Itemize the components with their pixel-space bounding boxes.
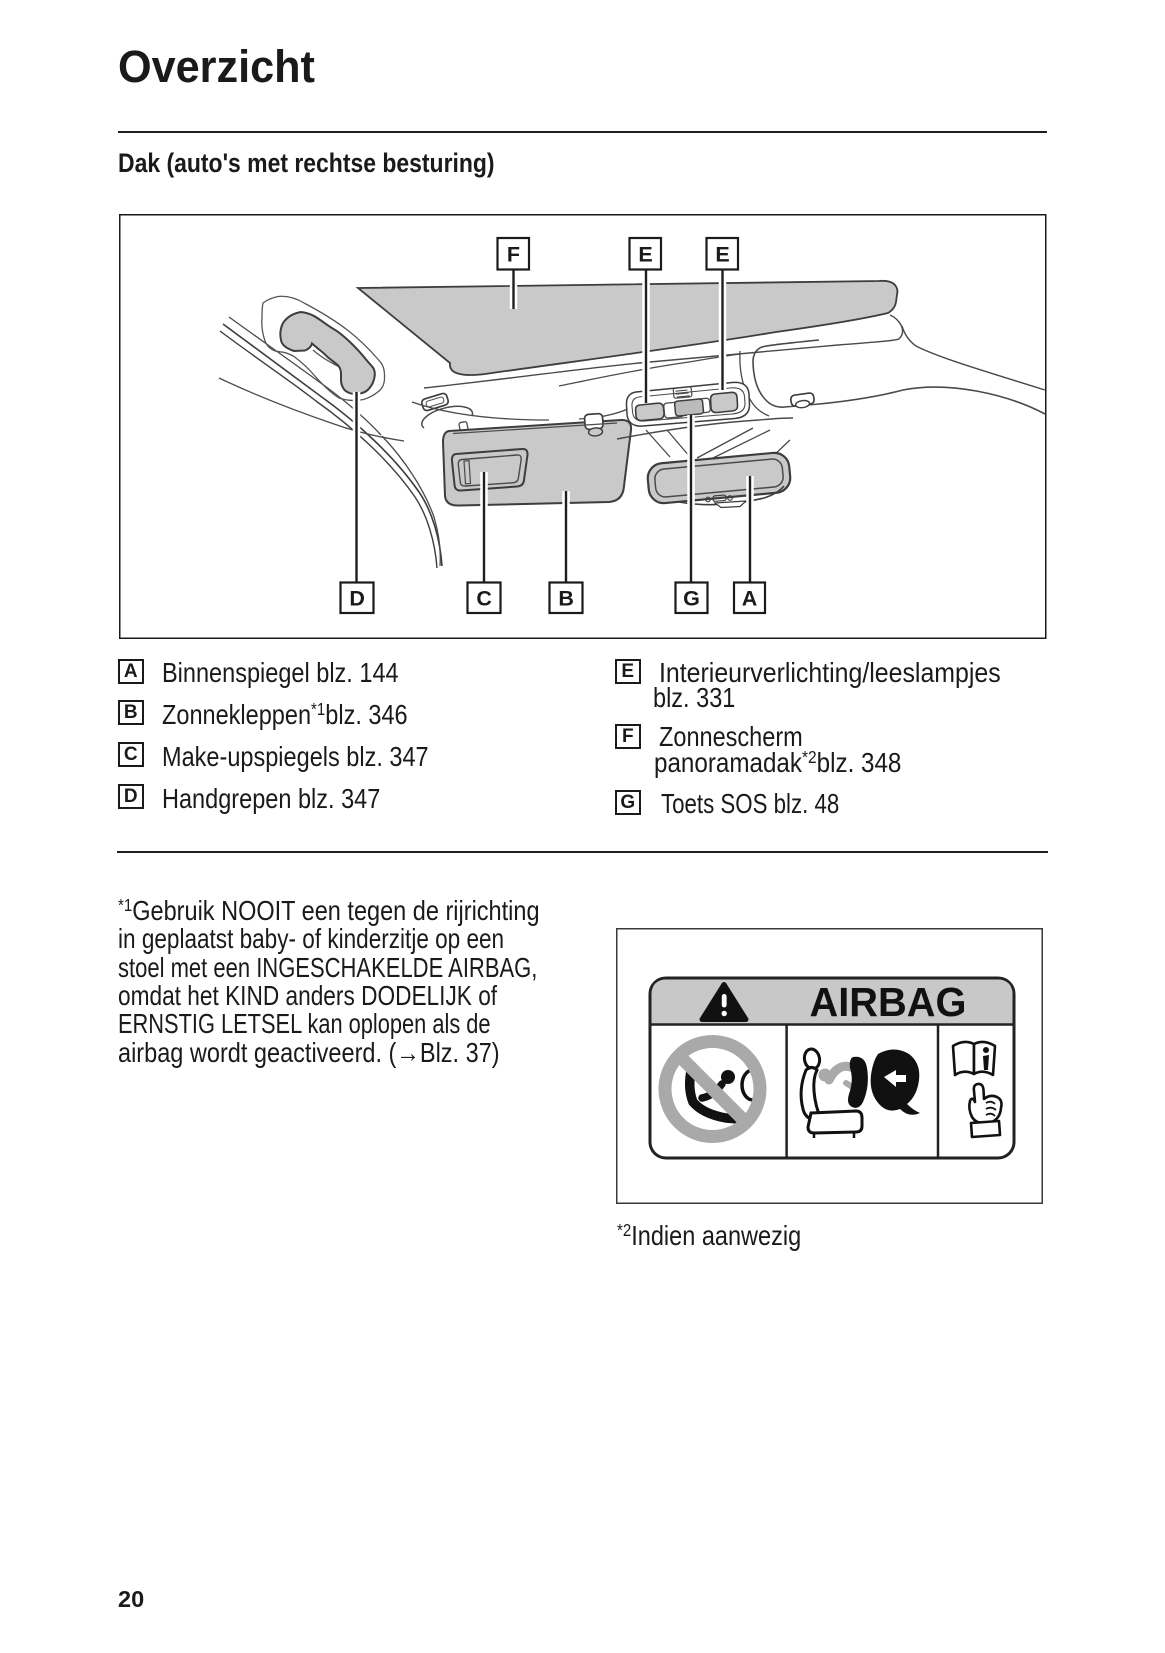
svg-text:C: C (476, 587, 492, 611)
svg-text:B: B (558, 587, 574, 611)
svg-text:A: A (742, 587, 758, 611)
svg-text:E: E (638, 243, 652, 267)
svg-text:D: D (349, 587, 365, 611)
svg-text:E: E (715, 243, 729, 267)
svg-text:F: F (507, 243, 520, 267)
svg-text:AIRBAG: AIRBAG (810, 979, 967, 1025)
svg-text:G: G (683, 587, 700, 611)
